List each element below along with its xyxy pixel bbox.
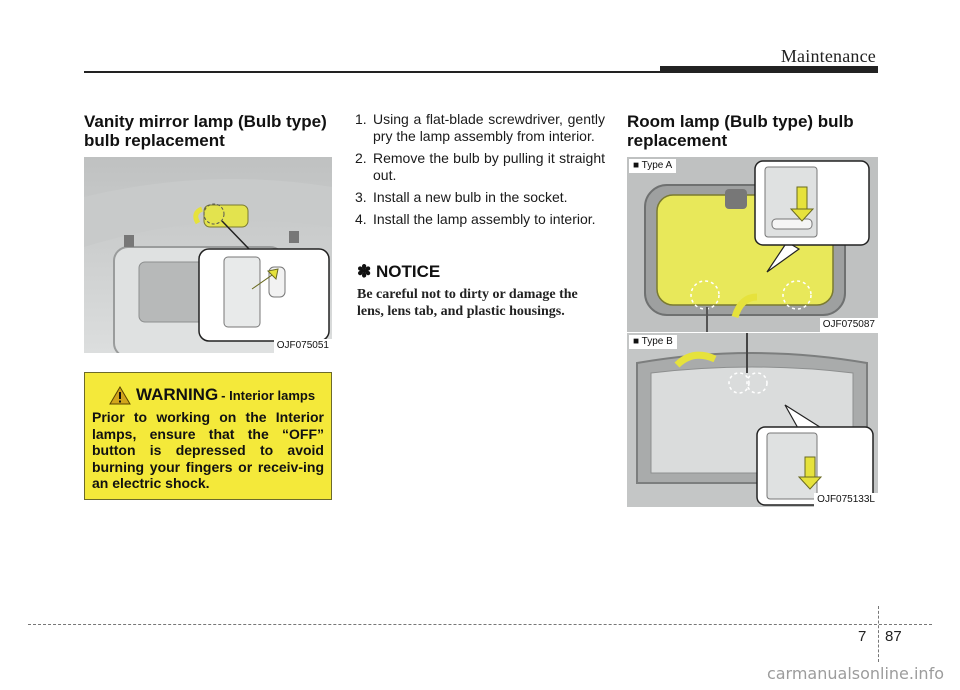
step-text: Install a new bulb in the socket. <box>373 189 568 205</box>
vanity-lamp-drawing <box>84 157 332 353</box>
replacement-steps: 1. Using a flat-blade screwdriver, gentl… <box>355 111 605 233</box>
step-text: Using a flat-blade screwdriver, gently p… <box>373 111 605 144</box>
step-number: 2. <box>355 150 367 166</box>
step-number: 1. <box>355 111 367 127</box>
type-b-drawing <box>627 333 878 507</box>
warning-box: WARNING - Interior lamps Prior to workin… <box>84 372 332 500</box>
header-rule <box>84 71 660 73</box>
footer-rule <box>28 624 932 625</box>
step-number: 3. <box>355 189 367 205</box>
step-text: Remove the bulb by pulling it straight o… <box>373 150 605 183</box>
type-a-drawing <box>627 157 878 332</box>
step-item: 3. Install a new bulb in the socket. <box>355 189 605 206</box>
type-a-label: ■ Type A <box>629 159 677 173</box>
step-item: 2. Remove the bulb by pulling it straigh… <box>355 150 605 184</box>
warning-header: WARNING - Interior lamps <box>109 385 315 405</box>
step-text: Install the lamp assembly to interior. <box>373 211 596 227</box>
room-heading-line1: Room lamp (Bulb type) bulb <box>627 112 854 131</box>
step-number: 4. <box>355 211 367 227</box>
vanity-heading-line1: Vanity mirror lamp (Bulb type) <box>84 112 327 131</box>
step-item: 4. Install the lamp assembly to interior… <box>355 211 605 228</box>
type-a-image-code: OJF075087 <box>819 318 878 332</box>
chapter-number: 7 <box>858 628 867 645</box>
warning-text: Prior to working on the Interior lamps, … <box>92 409 324 491</box>
vanity-lamp-illustration: OJF075051 <box>84 157 332 353</box>
notice-title: ✽ NOTICE <box>357 262 441 281</box>
step-item: 1. Using a flat-blade screwdriver, gentl… <box>355 111 605 145</box>
page-number: 87 <box>885 628 902 645</box>
vanity-heading-line2: bulb replacement <box>84 131 225 150</box>
room-lamp-type-b-illustration: ■ Type B OJF075133L <box>627 333 878 507</box>
watermark: carmanualsonline.info <box>766 664 944 683</box>
type-b-image-code: OJF075133L <box>814 493 878 507</box>
vanity-image-code: OJF075051 <box>273 339 332 353</box>
warning-title: WARNING <box>136 385 219 404</box>
notice-text: Be careful not to dirty or damage the le… <box>357 287 578 319</box>
footer-divider <box>878 606 879 662</box>
room-lamp-heading: Room lamp (Bulb type) bulb replacement <box>627 112 877 150</box>
room-lamp-type-a-illustration: ■ Type A OJF075087 <box>627 157 878 332</box>
header-rule-thick <box>660 66 878 73</box>
warning-triangle-icon <box>109 385 131 404</box>
type-b-label: ■ Type B <box>629 335 677 349</box>
section-title: Maintenance <box>780 46 876 66</box>
room-heading-line2: replacement <box>627 131 728 150</box>
warning-subtitle: - Interior lamps <box>221 387 316 403</box>
vanity-heading: Vanity mirror lamp (Bulb type) bulb repl… <box>84 112 334 150</box>
